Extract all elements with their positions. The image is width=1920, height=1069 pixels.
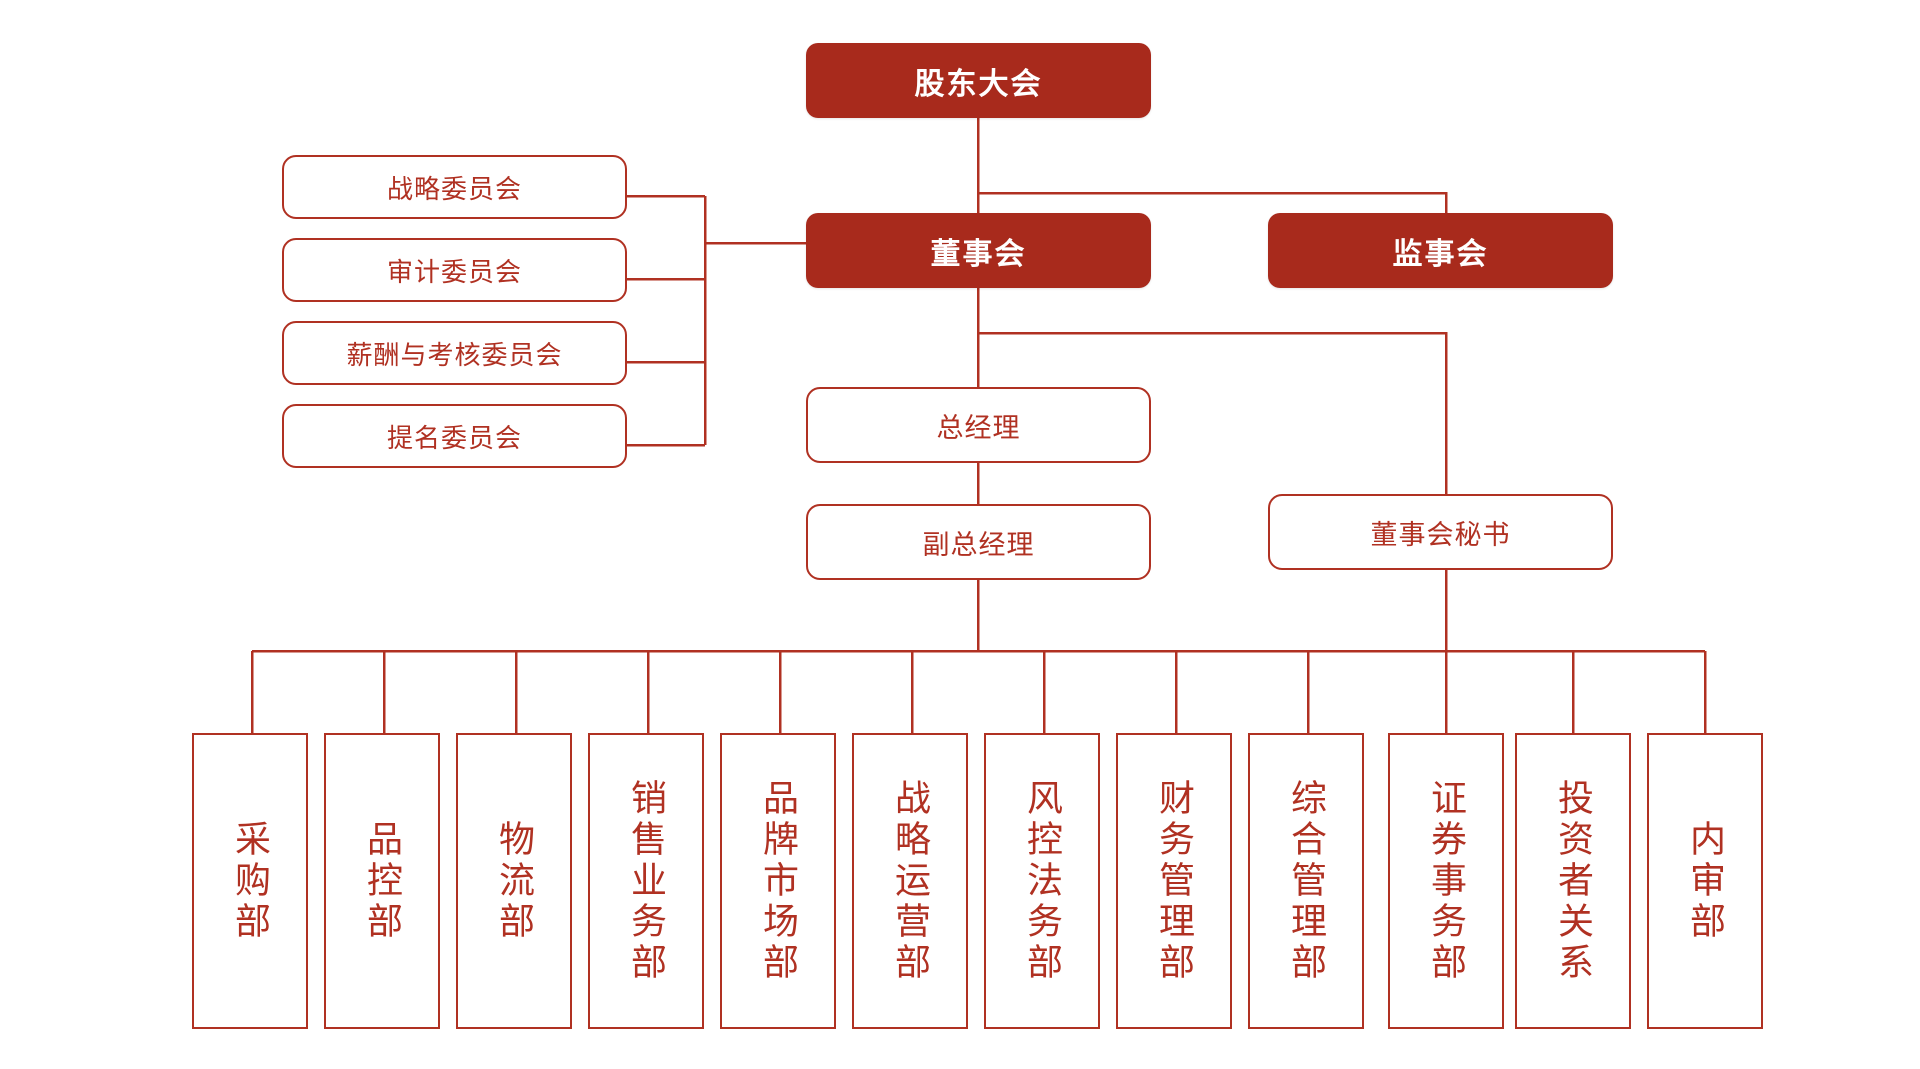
node-board-of-supervisors[interactable]: 监事会 bbox=[1268, 213, 1613, 288]
node-label: 战略委员会 bbox=[386, 173, 522, 204]
node-label: 品控部 bbox=[362, 819, 403, 943]
node-department-general-management[interactable]: 综合管理部 bbox=[1248, 733, 1364, 1029]
node-department-logistics[interactable]: 物流部 bbox=[456, 733, 572, 1029]
node-label: 监事会 bbox=[1392, 237, 1489, 271]
node-committee-strategy[interactable]: 战略委员会 bbox=[282, 155, 627, 219]
node-label: 内审部 bbox=[1685, 819, 1726, 943]
node-committee-audit[interactable]: 审计委员会 bbox=[282, 238, 627, 302]
node-department-investor-relations[interactable]: 投资者关系 bbox=[1515, 733, 1631, 1029]
node-label: 总经理 bbox=[936, 412, 1021, 443]
node-department-brand-marketing[interactable]: 品牌市场部 bbox=[720, 733, 836, 1029]
node-department-sales-business[interactable]: 销售业务部 bbox=[588, 733, 704, 1029]
node-board-of-directors[interactable]: 董事会 bbox=[806, 213, 1151, 288]
node-label: 提名委员会 bbox=[386, 422, 522, 453]
node-label: 品牌市场部 bbox=[758, 778, 799, 984]
node-label: 投资者关系 bbox=[1553, 778, 1594, 984]
node-label: 财务管理部 bbox=[1154, 778, 1195, 984]
node-label: 董事会 bbox=[930, 237, 1027, 271]
node-label: 风控法务部 bbox=[1022, 778, 1063, 984]
node-label: 采购部 bbox=[230, 819, 271, 943]
node-label: 董事会秘书 bbox=[1370, 519, 1511, 550]
node-department-strategy-operations[interactable]: 战略运营部 bbox=[852, 733, 968, 1029]
node-label: 审计委员会 bbox=[386, 256, 522, 287]
node-label: 证券事务部 bbox=[1426, 778, 1467, 984]
node-general-manager[interactable]: 总经理 bbox=[806, 387, 1151, 463]
node-department-quality-control[interactable]: 品控部 bbox=[324, 733, 440, 1029]
node-department-procurement[interactable]: 采购部 bbox=[192, 733, 308, 1029]
wire-shareholders-to-supervisors bbox=[978, 191, 1448, 213]
node-label: 物流部 bbox=[494, 819, 535, 943]
node-label: 战略运营部 bbox=[890, 778, 931, 984]
node-label: 薪酬与考核委员会 bbox=[346, 339, 563, 370]
node-department-risk-legal[interactable]: 风控法务部 bbox=[984, 733, 1100, 1029]
node-department-financial-management[interactable]: 财务管理部 bbox=[1116, 733, 1232, 1029]
node-committee-compensation-assessment[interactable]: 薪酬与考核委员会 bbox=[282, 321, 627, 385]
node-label: 综合管理部 bbox=[1286, 778, 1327, 984]
node-committee-nomination[interactable]: 提名委员会 bbox=[282, 404, 627, 468]
node-label: 股东大会 bbox=[914, 67, 1043, 101]
node-label: 销售业务部 bbox=[626, 778, 667, 984]
node-department-internal-audit[interactable]: 内审部 bbox=[1647, 733, 1763, 1029]
node-deputy-general-manager[interactable]: 副总经理 bbox=[806, 504, 1151, 580]
node-department-securities-affairs[interactable]: 证券事务部 bbox=[1388, 733, 1504, 1029]
node-shareholders-meeting[interactable]: 股东大会 bbox=[806, 43, 1151, 118]
node-label: 副总经理 bbox=[922, 529, 1035, 560]
node-board-secretary[interactable]: 董事会秘书 bbox=[1268, 494, 1613, 570]
